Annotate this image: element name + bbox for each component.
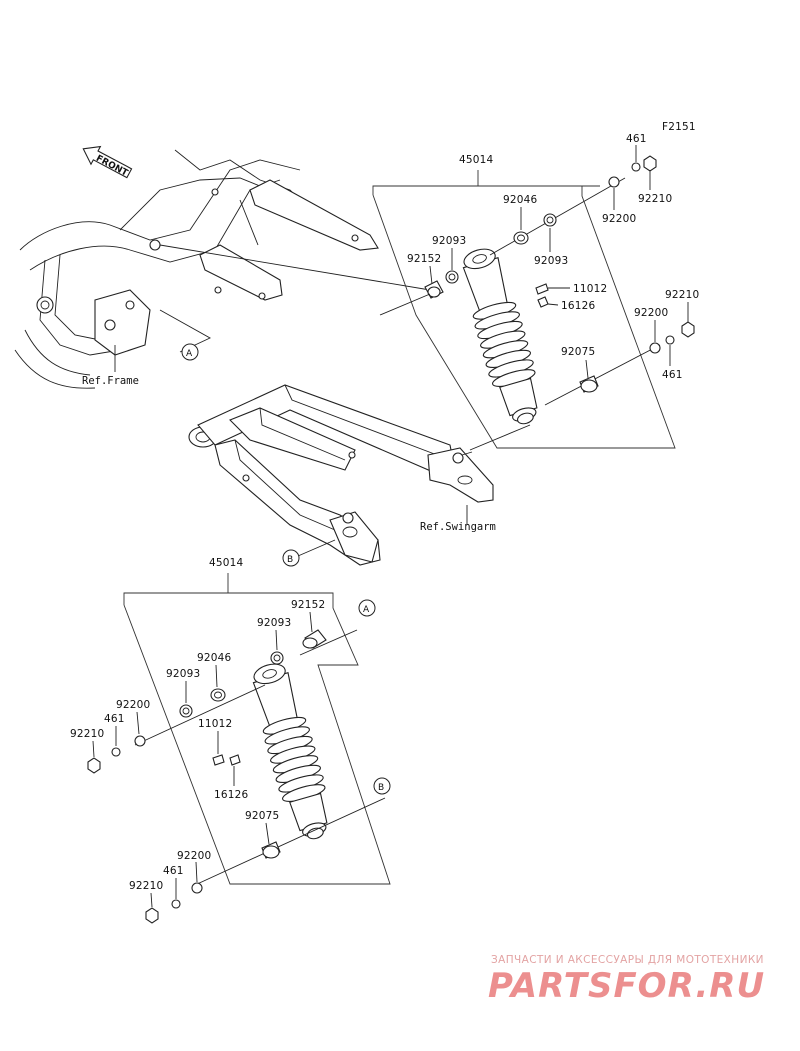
washer-461-upper-bottom [665, 335, 675, 345]
svg-text:461: 461 [662, 369, 683, 381]
svg-text:A: A [186, 349, 193, 359]
fitting-11012-upper [535, 283, 549, 295]
svg-text:92200: 92200 [602, 213, 636, 225]
washer-92200-upper-bottom [649, 342, 661, 354]
ref-swingarm-label: Ref.Swingarm [420, 521, 496, 533]
collar-92075-lower [261, 841, 281, 859]
collar-92046-lower [210, 688, 226, 702]
watermark-tagline: ЗАПЧАСТИ И АКСЕССУАРЫ ДЛЯ МОТОТЕХНИКИ [491, 954, 764, 966]
seal-92093-lower-a [270, 651, 284, 665]
washer-92200-upper-top [608, 176, 620, 188]
svg-text:92093: 92093 [257, 617, 291, 629]
svg-text:11012: 11012 [198, 718, 232, 730]
svg-text:92093: 92093 [166, 668, 200, 680]
svg-text:11012: 11012 [573, 283, 607, 295]
svg-text:92093: 92093 [534, 255, 568, 267]
svg-text:92210: 92210 [70, 728, 104, 740]
svg-text:92152: 92152 [407, 253, 441, 265]
upper-assembly-number: 45014 [459, 154, 494, 166]
svg-text:B: B [287, 555, 293, 565]
svg-text:92046: 92046 [503, 194, 538, 206]
front-arrow-icon: FRONT [82, 145, 133, 179]
cap-16126-lower [229, 754, 241, 766]
svg-text:92152: 92152 [291, 599, 325, 611]
cap-16126-upper [537, 296, 549, 308]
svg-text:92075: 92075 [561, 346, 595, 358]
svg-text:461: 461 [626, 133, 647, 145]
nut-92210-lower-top [87, 757, 101, 774]
svg-text:92210: 92210 [665, 289, 699, 301]
svg-text:92075: 92075 [245, 810, 279, 822]
callout-b-middle: B [282, 549, 300, 567]
svg-text:92200: 92200 [177, 850, 211, 862]
collar-92046-upper [513, 231, 529, 245]
frame-illustration: FRONT Ref.Frame [14, 145, 431, 389]
fitting-11012-lower [212, 754, 225, 766]
figure-code: F2151 [662, 121, 696, 133]
nut-92210-lower-bottom [145, 907, 159, 924]
callout-a-upper: A [181, 343, 199, 361]
svg-text:92093: 92093 [432, 235, 466, 247]
svg-text:B: B [378, 783, 384, 793]
washer-92200-lower-bottom [191, 882, 203, 894]
svg-text:92046: 92046 [197, 652, 232, 664]
collar-92075-upper [579, 375, 599, 393]
lower-assembly-number: 45014 [209, 557, 244, 569]
svg-text:16126: 16126 [561, 300, 596, 312]
washer-461-lower-top [111, 747, 121, 757]
lower-shock-assembly: 45014 [70, 557, 391, 924]
svg-text:16126: 16126 [214, 789, 249, 801]
upper-shock-assembly: 45014 [372, 133, 699, 451]
svg-text:A: A [363, 605, 370, 615]
washer-461-upper-top [631, 162, 641, 172]
washer-92200-lower-top [134, 735, 146, 747]
svg-text:92210: 92210 [129, 880, 163, 892]
svg-text:92210: 92210 [638, 193, 672, 205]
watermark: ЗАПЧАСТИ И АКСЕССУАРЫ ДЛЯ МОТОТЕХНИКИ PA… [488, 954, 765, 1006]
washer-461-lower-bottom [171, 899, 181, 909]
seal-92093-upper-a [445, 270, 459, 284]
svg-text:461: 461 [104, 713, 125, 725]
svg-text:92200: 92200 [634, 307, 668, 319]
callout-a-lower: A [358, 599, 376, 617]
front-label: FRONT [94, 154, 130, 179]
seal-92093-upper-b [543, 213, 557, 227]
svg-text:461: 461 [163, 865, 184, 877]
seal-92093-lower-b [179, 704, 193, 718]
watermark-brand: PARTSFOR.RU [488, 966, 765, 1006]
bushing-92152-lower [302, 629, 327, 649]
ref-frame-label: Ref.Frame [82, 375, 139, 387]
nut-92210-upper-top [643, 155, 657, 172]
swingarm-illustration: Ref.Swingarm [188, 384, 496, 566]
callout-b-lower: B [373, 777, 391, 795]
nut-92210-upper-bottom [681, 321, 695, 338]
svg-text:92200: 92200 [116, 699, 150, 711]
